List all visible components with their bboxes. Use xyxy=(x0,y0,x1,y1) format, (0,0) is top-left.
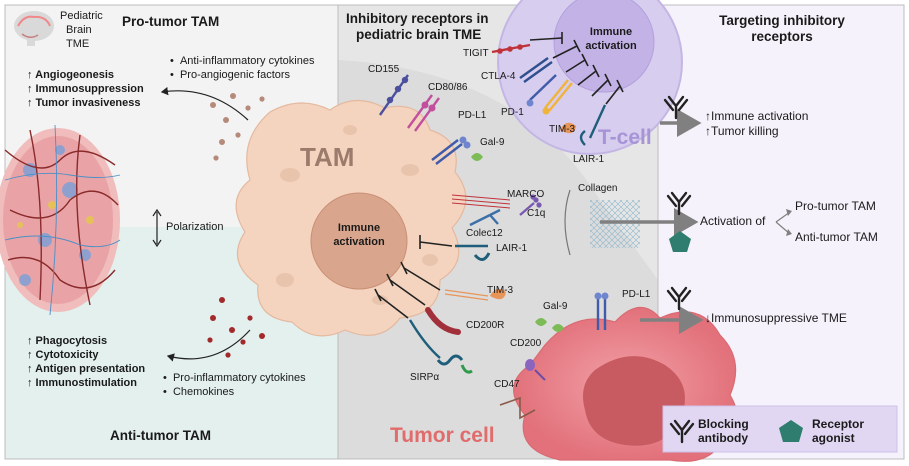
pdl1-tumor-label: PD-L1 xyxy=(622,289,651,300)
collagen-fibers xyxy=(590,200,640,248)
tam-label: TAM xyxy=(300,142,355,172)
outcome1-line2: ↑Tumor killing xyxy=(705,124,779,138)
ctla4-label: CTLA-4 xyxy=(481,71,516,82)
pro-tumor-title: Pro-tumor TAM xyxy=(122,14,220,29)
polarization-arrow xyxy=(152,208,162,248)
middle-title-line1: Inhibitory receptors in xyxy=(346,11,489,26)
anti-tumor-title: Anti-tumor TAM xyxy=(110,428,211,443)
outcome1-line1: ↑Immune activation xyxy=(705,109,809,123)
anti-effect-2: ↑ Cytotoxicity xyxy=(27,349,99,361)
brain-icon xyxy=(14,11,54,46)
tme-label-line3: TME xyxy=(66,38,90,50)
tcell-nucleus-line1: Immune xyxy=(589,26,633,38)
cd200-label: CD200 xyxy=(510,338,542,349)
anti-cytokine-dots xyxy=(207,297,265,358)
anti-factor-1-text: Pro-inflammatory cytokines xyxy=(172,372,306,384)
colec12-label: Colec12 xyxy=(466,228,503,239)
legend-antibody-icon xyxy=(669,419,695,444)
polarization-label: Polarization xyxy=(166,221,224,233)
anti-effect-1: ↑ Phagocytosis xyxy=(27,335,108,347)
tam-nucleus xyxy=(310,192,408,290)
cd80-label: CD80/86 xyxy=(428,82,468,93)
gal9-tumor-label: Gal-9 xyxy=(543,301,568,312)
antibody-icons xyxy=(663,95,692,311)
anti-effect-3: ↑ Antigen presentation xyxy=(27,363,146,375)
pro-factor-2-text: Pro-angiogenic factors xyxy=(179,69,291,81)
agonist-icon-panel xyxy=(669,231,691,252)
tumor-nucleus xyxy=(582,356,685,446)
pro-arrow xyxy=(160,86,249,121)
lair1-tam-label: LAIR-1 xyxy=(496,243,528,254)
middle-title-line2: pediatric brain TME xyxy=(356,27,482,42)
t-cell-nucleus xyxy=(553,0,655,93)
activation-of-label: Activation of xyxy=(700,214,766,228)
pro-tumor-tam-target: Pro-tumor TAM xyxy=(795,199,876,213)
pro-factor-2: • Pro-angiogenic factors xyxy=(170,69,291,81)
anti-effect-4: ↑ Immunostimulation xyxy=(27,377,137,389)
pro-effect-3: ↑ Tumor invasiveness xyxy=(27,97,141,109)
pro-factor-1-text: Anti-inflammatory cytokines xyxy=(179,55,315,67)
pro-factor-1: • Anti-inflammatory cytokines xyxy=(170,55,315,67)
tumor-cell-label: Tumor cell xyxy=(390,424,495,447)
lair1-tcell-label: LAIR-1 xyxy=(573,154,605,165)
tim3-tam-label: TIM-3 xyxy=(487,285,514,296)
legend-agonist-line2: agonist xyxy=(812,431,855,445)
receptor-glyphs xyxy=(374,32,624,420)
legend-agonist-icon xyxy=(779,420,803,442)
tme-label-line2: Brain xyxy=(66,24,92,36)
right-title-line1: Targeting inhibitory xyxy=(719,13,845,28)
anti-tumor-tam-target: Anti-tumor TAM xyxy=(795,230,878,244)
legend-blocking-line1: Blocking xyxy=(698,417,749,431)
outcome3-label: ↓Immunosuppressive TME xyxy=(705,311,847,325)
sirpa-label: SIRPα xyxy=(410,372,440,383)
c1q-label: C1q xyxy=(527,208,546,219)
cd155-label: CD155 xyxy=(368,64,400,75)
tumor-mass-illustration xyxy=(0,124,121,316)
tcell-label: T-cell xyxy=(598,126,652,149)
marco-label: MARCO xyxy=(507,189,545,200)
legend-agonist-line1: Receptor xyxy=(812,417,865,431)
legend-blocking-line2: antibody xyxy=(698,431,748,445)
tam-nucleus-line2: activation xyxy=(333,236,385,248)
tigit-label: TIGIT xyxy=(463,48,489,59)
tme-label-line1: Pediatric xyxy=(60,10,103,22)
pd1-label: PD-1 xyxy=(501,107,524,118)
pdl1-tam-label: PD-L1 xyxy=(458,110,487,121)
pro-effect-1: ↑ Angiogeonesis xyxy=(27,69,114,81)
cd47-label: CD47 xyxy=(494,379,520,390)
pro-effect-2: ↑ Immunosuppression xyxy=(27,83,144,95)
tim3-tcell-label: TIM-3 xyxy=(549,124,576,135)
right-title-line2: receptors xyxy=(751,29,813,44)
tam-nucleus-line1: Immune xyxy=(337,222,381,234)
outcome-arrows xyxy=(600,109,704,334)
tcell-nucleus-line2: activation xyxy=(585,40,637,52)
cd200r-label: CD200R xyxy=(466,320,505,331)
anti-factor-2: • Chemokines xyxy=(163,386,235,398)
gal9-tam-label: Gal-9 xyxy=(480,137,505,148)
anti-factor-1: • Pro-inflammatory cytokines xyxy=(163,372,306,384)
anti-arrow xyxy=(166,329,251,362)
pro-cytokine-dots xyxy=(210,93,265,161)
anti-factor-2-text: Chemokines xyxy=(172,386,235,398)
collagen-label: Collagen xyxy=(578,183,618,194)
